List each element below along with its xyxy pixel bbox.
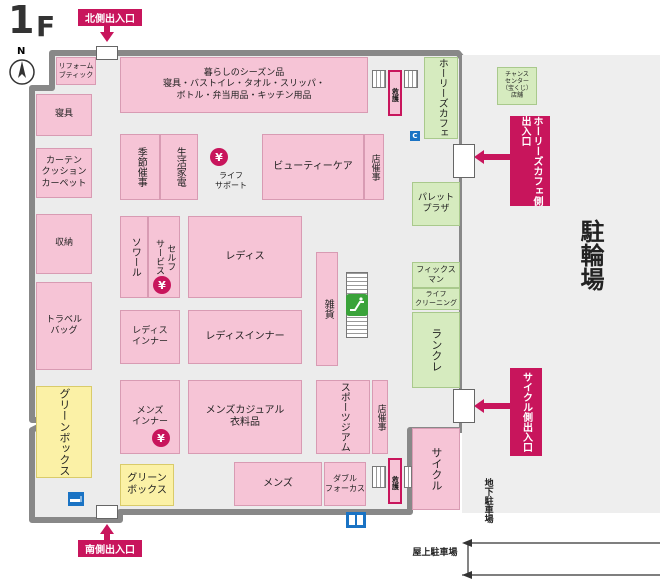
floor-label: 1 F [8,0,68,43]
shop-event-bottom[interactable]: 店催事 [372,380,388,454]
north-gate-badge[interactable]: 北側出入口 [78,9,142,26]
floor-letter: F [36,10,56,43]
life-support-label: ライフ サポート [215,171,247,190]
yen-icon: ¥ [210,148,228,166]
yen-icon: ¥ [152,429,170,447]
shop-seasonal-event[interactable]: 季節催事 [120,134,160,200]
shop-ladies-inner[interactable]: レディスインナー [188,310,302,364]
shop-mens-casual[interactable]: メンズカジュアル 衣料品 [188,380,302,454]
elevator-bottom[interactable]: 救護 [388,458,402,504]
shop-mens[interactable]: メンズ [234,462,322,506]
east-holy-door[interactable] [453,144,475,178]
east-holy-gate-arrow-icon [474,150,510,164]
compass-icon [9,59,35,85]
elevator-top[interactable]: 救護 [388,70,402,116]
south-gate-arrow-icon [100,524,114,540]
floor-number: 1 [8,0,35,42]
escalator-icon [346,294,368,316]
escalator-top[interactable] [372,70,386,88]
elevator-icon [346,512,366,528]
north-gate-arrow-icon [100,26,114,42]
smoking-icon [68,492,84,506]
compass: N [8,46,36,86]
east-holy-gate-badge[interactable]: ホーリーズカフェ側 出入口 [510,116,550,206]
shop-event-top[interactable]: 店催事 [364,134,384,200]
bike-parking-label: 駐輪場 [576,219,604,291]
shop-zakka[interactable]: 雑貨 [316,252,338,366]
shop-green-box-bottom[interactable]: グリーン ボックス [120,464,174,506]
shop-life-cleaning[interactable]: ライフ クリーニング [412,288,460,310]
cycle-gate-arrow-icon [474,399,510,413]
escalator-bottom[interactable] [404,466,412,488]
shop-storage[interactable]: 収納 [36,214,92,274]
shop-palette-plaza[interactable]: パレット プラザ [412,182,460,226]
cycle-gate-badge[interactable]: サイクル側出入口 [510,368,542,456]
shop-travel-bag[interactable]: トラベル バッグ [36,282,92,370]
underground-parking-label: 地下駐車場 [482,477,493,523]
elevator-bottom-label: 救護 [391,476,400,490]
shop-double-focus[interactable]: ダブル フォーカス [324,462,366,506]
shop-mens-inner[interactable]: メンズ インナー [120,380,180,454]
shop-seasonal-goods[interactable]: 暮らしのシーズン品 寝具・バストイレ・タオル・スリッパ・ ボトル・弁当用品・キッ… [120,57,368,113]
stairs-bottom[interactable] [372,466,386,488]
shop-beauty-care[interactable]: ビューティーケア [262,134,364,200]
shop-green-box-left[interactable]: グリーンボックス [36,386,92,478]
stairs-top[interactable] [404,70,418,88]
shop-ladies[interactable]: レディス [188,216,302,298]
compass-n: N [17,46,26,57]
elevator-top-label: 救護 [391,88,400,102]
shop-fix-man[interactable]: フィックス マン [412,262,460,288]
chance-center[interactable]: チャンス センター （宝くじ） 店舗 [497,67,537,105]
shop-holy-cafe[interactable]: ホーリーズカフェ [424,57,458,139]
shop-sowall[interactable]: ソワール [120,216,148,298]
yen-icon: ¥ [153,276,171,294]
shop-cycle[interactable]: サイクル [412,428,460,510]
shop-home-appliance[interactable]: 生活家電 [160,134,198,200]
shop-sports-gym[interactable]: スポーツジアム [316,380,370,454]
cafe-icon: C [410,131,420,141]
south-door[interactable] [96,505,118,519]
shop-reform-boutique[interactable]: リフォーム ブティック [56,57,96,85]
south-gate-badge[interactable]: 南側出入口 [78,540,142,557]
shop-rankure[interactable]: ランクレ [412,312,460,388]
shop-bedding[interactable]: 寝具 [36,94,92,136]
shop-ladies-inner-small[interactable]: レディス インナー [120,310,180,364]
roof-parking-label: 屋上駐車場 [412,548,458,559]
cycle-door[interactable] [453,389,475,423]
shop-curtain[interactable]: カーテン クッション カーペット [36,148,92,198]
north-door[interactable] [96,46,118,60]
